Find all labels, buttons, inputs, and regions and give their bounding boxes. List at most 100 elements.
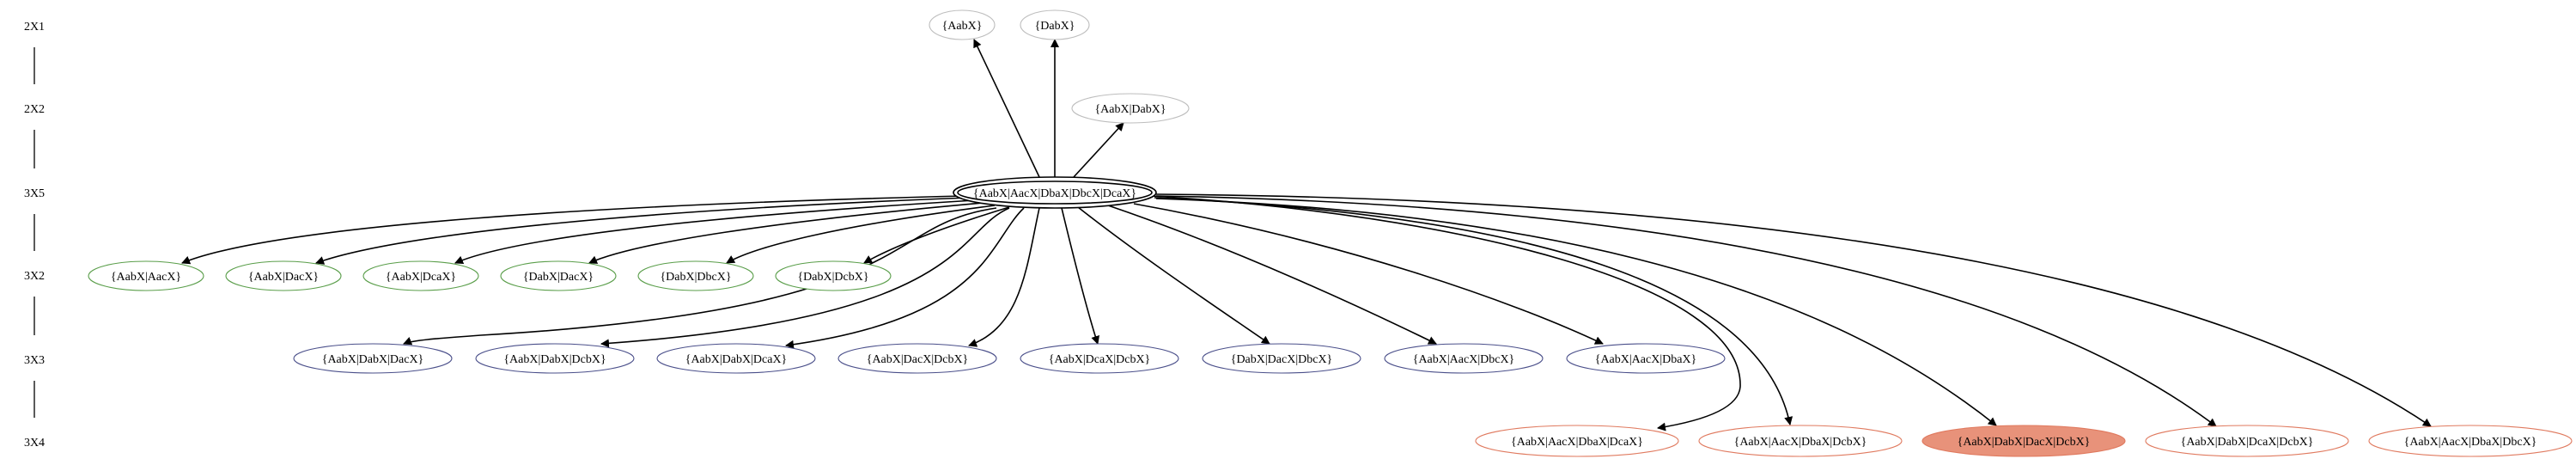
rank-label-3x5: 3X5 <box>24 187 45 200</box>
node-label: {AabX|DabX|DcaX} <box>685 353 788 366</box>
edge-root-to-n32d <box>588 202 984 264</box>
rank-label-2x1: 2X1 <box>24 21 45 34</box>
node-ellipse <box>1384 343 1544 374</box>
edge-root-to-n34c <box>1155 198 1997 426</box>
node-n33f: {DabX|DacX|DbcX} <box>1202 343 1361 374</box>
node-label: {AabX|AacX|DbcX} <box>1413 353 1515 366</box>
root-node-label: {AabX|AacX|DbaX|DbcX|DcaX} <box>973 187 1136 200</box>
edge-root-to-n33e <box>1061 207 1099 345</box>
rank-label-3x4: 3X4 <box>24 437 45 450</box>
edge-root-to-n32f <box>863 206 1010 264</box>
node-n32d: {DabX|DacX} <box>500 260 617 291</box>
node-n33e: {AabX|DcaX|DcbX} <box>1020 343 1179 374</box>
node-ellipse <box>929 9 996 40</box>
node-n21b: {DabX} <box>1020 9 1090 40</box>
edges-layer <box>181 39 2432 431</box>
node-ellipse <box>2368 425 2573 457</box>
node-label: {AabX|DacX|DcbX} <box>867 353 969 366</box>
node-ellipse <box>293 343 453 374</box>
node-n34e: {AabX|AacX|DbaX|DbcX} <box>2368 425 2573 457</box>
node-n32e: {DabX|DbcX} <box>637 260 754 291</box>
edge-root-to-n34e <box>1155 193 2432 427</box>
nodes-layer: {AabX|AacX|DbaX|DbcX|DcaX} {AabX} {DabX} {A… <box>88 9 2573 457</box>
edge-root-to-n34b <box>1154 197 1793 425</box>
node-ellipse <box>362 260 479 291</box>
node-ellipse <box>837 343 997 374</box>
node-ellipse <box>1071 93 1190 124</box>
edge-root-to-n33f <box>1077 206 1270 345</box>
node-ellipse <box>1020 343 1179 374</box>
node-n33c: {AabX|DabX|DcaX} <box>656 343 816 374</box>
node-ellipse <box>500 260 617 291</box>
node-label: {DabX|DbcX} <box>660 271 731 284</box>
node-n32a: {AabX|AacX} <box>88 260 204 291</box>
edge-root-to-n33a <box>403 207 997 346</box>
edge-root-to-n33c <box>785 207 1025 349</box>
node-n32b: {AabX|DacX} <box>225 260 342 291</box>
node-n22a: {AabX|DabX} <box>1071 93 1190 124</box>
node-ellipse <box>225 260 342 291</box>
edge-root-to-n33d <box>968 207 1040 347</box>
node-label: {AabX|DacX} <box>248 271 319 284</box>
node-label: {AabX|AacX|DbaX|DcbX} <box>1734 436 1867 449</box>
rank-column: 2X1 2X2 3X5 3X2 3X3 3X4 <box>24 21 45 450</box>
edge-root-to-n22a <box>1073 122 1124 178</box>
edge-root-to-n21a <box>973 39 1040 178</box>
node-ellipse <box>1475 425 1679 457</box>
node-n34b: {AabX|AacX|DbaX|DcbX} <box>1698 425 1903 457</box>
rank-label-3x2: 3X2 <box>24 270 45 283</box>
edge-root-to-n34a <box>1150 195 1741 431</box>
node-label: {AabX|AacX|DbaX|DbcX} <box>2404 436 2537 449</box>
root-node-inner-ellipse <box>957 180 1153 205</box>
node-label: {AabX|AacX|DbaX} <box>1595 353 1697 366</box>
edge-root-to-n33h <box>1133 203 1604 345</box>
node-label: {AabX|DcaX|DcbX} <box>1049 353 1151 366</box>
node-n33g: {AabX|AacX|DbcX} <box>1384 343 1544 374</box>
node-label: {DabX|DcbX} <box>797 271 868 284</box>
node-ellipse <box>637 260 754 291</box>
node-ellipse <box>1020 9 1090 40</box>
node-label: {DabX|DacX|DbcX} <box>1231 353 1333 366</box>
node-n32c: {AabX|DcaX} <box>362 260 479 291</box>
rank-label-2x2: 2X2 <box>24 103 45 116</box>
edge-root-to-n32b <box>315 197 970 265</box>
node-ellipse <box>475 343 635 374</box>
node-ellipse <box>1698 425 1903 457</box>
node-ellipse <box>2145 425 2349 457</box>
node-label: {DabX|DacX} <box>523 271 594 284</box>
node-n32f: {DabX|DcbX} <box>775 260 892 291</box>
node-n34a: {AabX|AacX|DbaX|DcaX} <box>1475 425 1679 457</box>
edge-root-to-n34d <box>1155 195 2217 427</box>
rank-label-3x3: 3X3 <box>24 354 45 367</box>
node-label: {AabX|DabX|DcbX} <box>503 353 606 366</box>
node-ellipse <box>775 260 892 291</box>
node-label: {AabX|AacX|DbaX|DcaX} <box>1511 436 1643 449</box>
node-label: {AabX|DabX|DcaX|DcbX} <box>2181 436 2314 449</box>
edge-root-to-n33b <box>600 207 1010 348</box>
node-n33a: {AabX|DabX|DacX} <box>293 343 453 374</box>
node-label: {AabX|AacX} <box>111 271 181 284</box>
root-node: {AabX|AacX|DbaX|DbcX|DcaX} <box>953 176 1157 209</box>
node-n33b: {AabX|DabX|DcbX} <box>475 343 635 374</box>
node-label: {AabX|DabX|DacX} <box>322 353 424 366</box>
node-label: {DabX} <box>1035 20 1075 33</box>
node-label: {AabX} <box>942 20 983 33</box>
node-ellipse <box>1566 343 1726 374</box>
edge-root-to-n32e <box>726 205 996 264</box>
node-ellipse <box>656 343 816 374</box>
node-n21a: {AabX} <box>929 9 996 40</box>
node-n33h: {AabX|AacX|DbaX} <box>1566 343 1726 374</box>
edge-root-to-n33g <box>1107 205 1437 345</box>
node-label: {AabX|DcaX} <box>386 271 456 284</box>
edge-root-to-n32c <box>454 199 976 265</box>
node-ellipse <box>88 260 204 291</box>
node-label: {AabX|DabX} <box>1094 103 1166 116</box>
node-n33d: {AabX|DacX|DcbX} <box>837 343 997 374</box>
node-ellipse <box>1202 343 1361 374</box>
node-n34c: {AabX|DabX|DacX|DcbX} <box>1921 425 2126 457</box>
node-label: {AabX|DabX|DacX|DcbX} <box>1958 436 2091 449</box>
edge-root-to-n32a <box>181 195 965 265</box>
node-ellipse <box>1921 425 2126 457</box>
node-n34d: {AabX|DabX|DcaX|DcbX} <box>2145 425 2349 457</box>
